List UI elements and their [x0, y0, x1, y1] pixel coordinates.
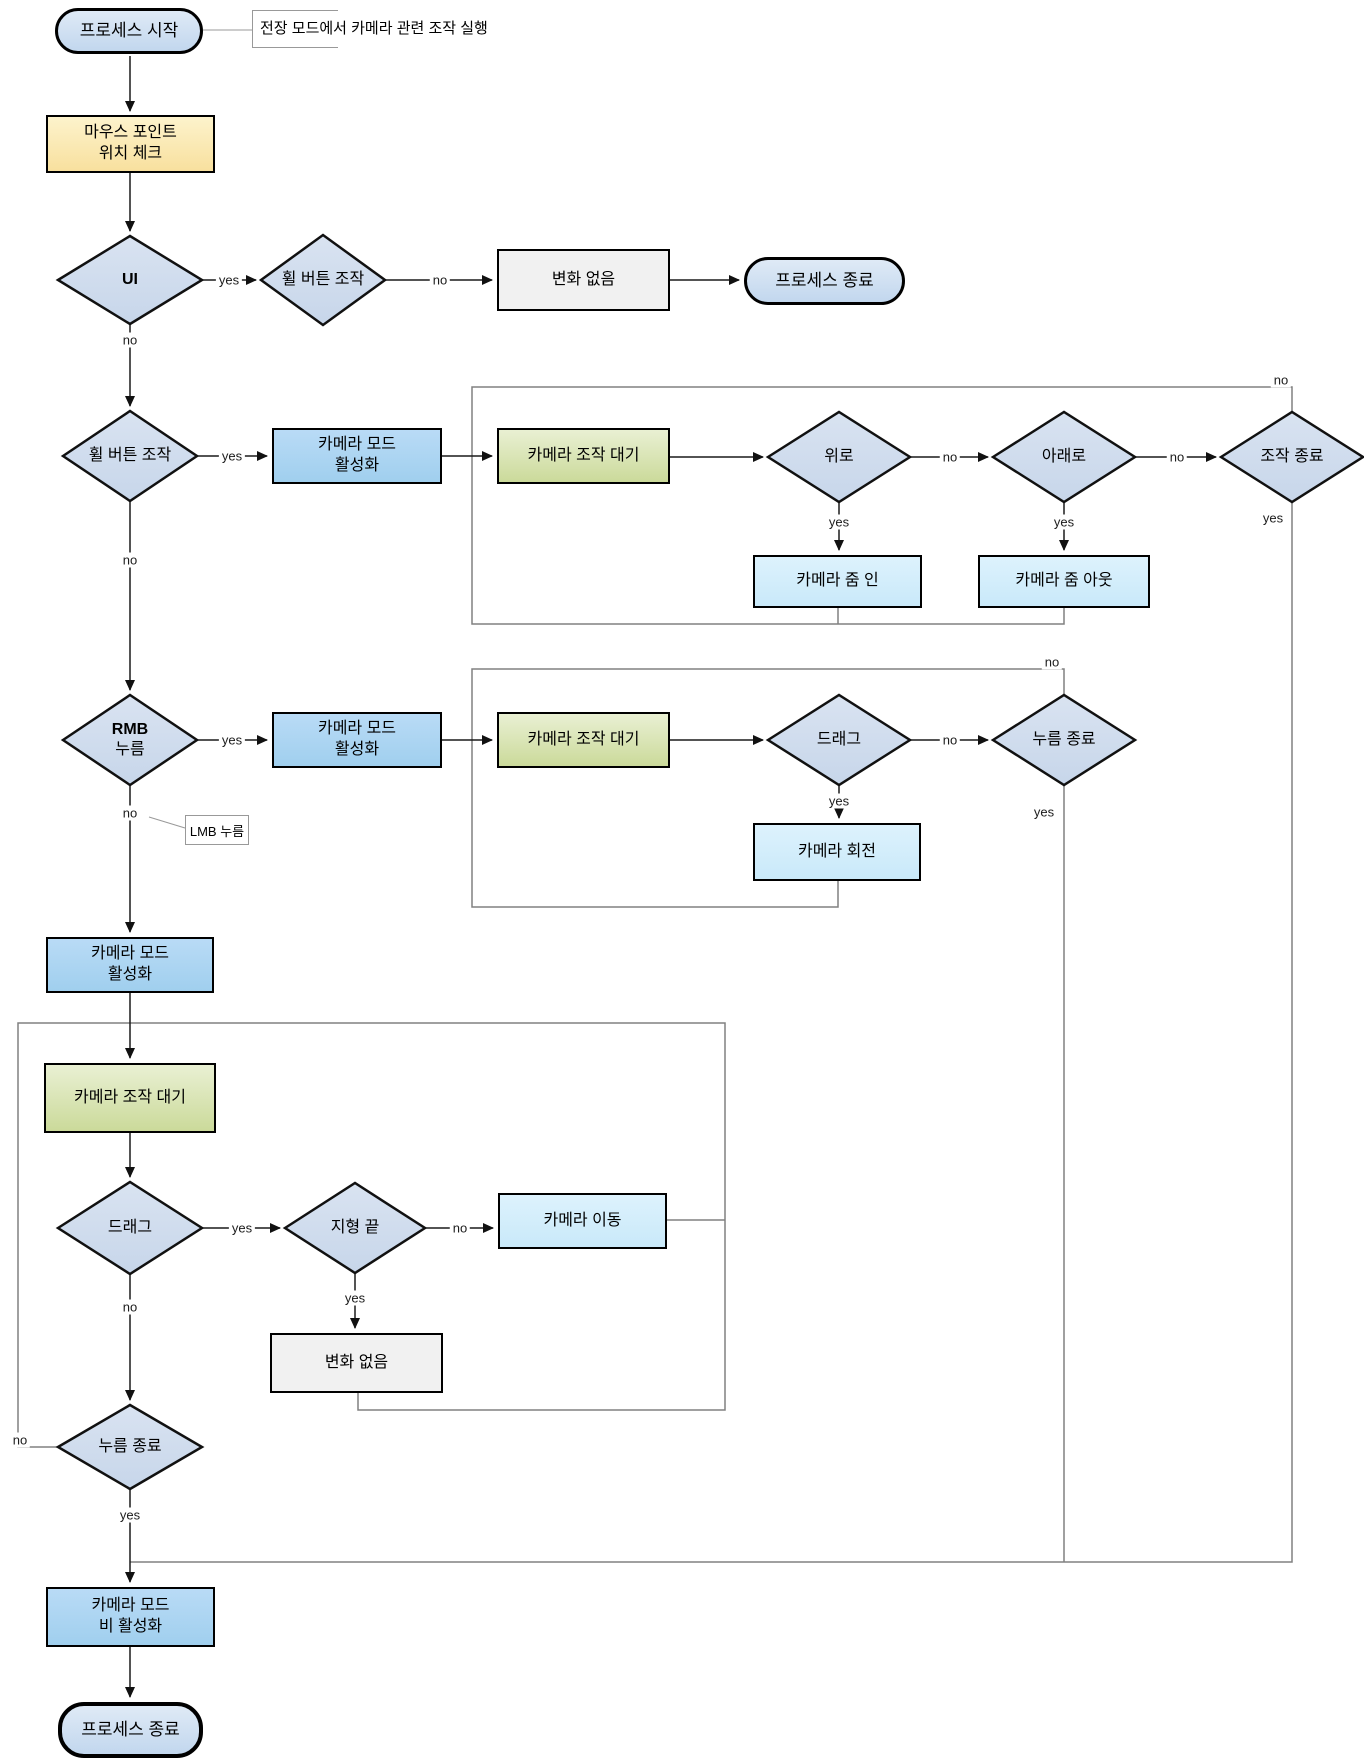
start-terminal: 프로세스 시작 — [55, 8, 203, 54]
edge-label-rmb-yes: yes — [218, 732, 246, 748]
ui-decision-diamond — [55, 234, 205, 326]
edge-label-ui-no: no — [119, 332, 141, 348]
edge-label-pressend-lmb-yes: yes — [116, 1507, 144, 1523]
edge-label-drag-lmb-yes: yes — [228, 1220, 256, 1236]
cam-mode-on-wheel-box: 카메라 모드 활성화 — [272, 428, 442, 484]
start-annotation: 전장 모드에서 카메라 관련 조작 실행 — [252, 10, 520, 48]
drag-rmb-diamond — [765, 693, 913, 787]
cam-mode-on-lmb-box: 카메라 모드 활성화 — [46, 937, 214, 993]
cam-wait-lmb-box: 카메라 조작 대기 — [44, 1063, 216, 1133]
edge-label-up-no: no — [939, 449, 961, 465]
lmb-annotation: LMB 누름 — [185, 815, 249, 845]
edge-label-wheel-yes: yes — [218, 448, 246, 464]
edge-label-down-yes: yes — [1050, 514, 1078, 530]
cam-wait-wheel-box: 카메라 조작 대기 — [497, 428, 670, 484]
edge-label-opend-yes: yes — [1259, 510, 1287, 526]
no-change-lmb-box: 변화 없음 — [270, 1333, 443, 1393]
zoom-out-box: 카메라 줌 아웃 — [978, 555, 1150, 608]
zoom-in-box: 카메라 줌 인 — [753, 555, 922, 608]
wheel-op-diamond — [60, 409, 200, 503]
edge-label-down-no: no — [1166, 449, 1188, 465]
cam-rotate-box: 카메라 회전 — [753, 823, 921, 881]
op-end-yes-path — [130, 502, 1293, 1563]
rmb-loop-path — [471, 668, 1065, 908]
edge-label-pressend-rmb-no: no — [1041, 654, 1063, 670]
edge-label-wheel-no: no — [119, 552, 141, 568]
edge-label-opend-no: no — [1270, 372, 1292, 388]
edge-label-drag-rmb-yes: yes — [825, 793, 853, 809]
press-end-rmb-diamond — [990, 693, 1138, 787]
edge-label-wheeltop-no: no — [429, 272, 451, 288]
op-end-diamond — [1218, 410, 1364, 504]
edge-label-up-yes: yes — [825, 514, 853, 530]
cam-move-box: 카메라 이동 — [498, 1193, 667, 1249]
mouse-check-box: 마우스 포인트 위치 체크 — [46, 115, 215, 173]
rmb-diamond — [60, 693, 200, 787]
no-change-top-box: 변화 없음 — [497, 249, 670, 311]
cam-wait-rmb-box: 카메라 조작 대기 — [497, 712, 670, 768]
cam-mode-on-rmb-box: 카메라 모드 활성화 — [272, 712, 442, 768]
process-end-bottom-terminal: 프로세스 종료 — [58, 1702, 203, 1758]
lmb-note-connector — [148, 816, 186, 829]
edge-label-drag-rmb-no: no — [939, 732, 961, 748]
press-end-lmb-diamond — [55, 1403, 205, 1491]
start-annotation-text: 전장 모드에서 카메라 관련 조작 실행 — [260, 20, 488, 37]
annotation-bracket — [252, 10, 338, 48]
edge-label-terrain-yes: yes — [341, 1290, 369, 1306]
edge-label-pressend-rmb-yes: yes — [1030, 804, 1058, 820]
down-diamond — [990, 410, 1138, 504]
terrain-end-diamond — [282, 1181, 428, 1275]
wheel-op-top-diamond — [258, 233, 388, 327]
edge-label-pressend-lmb-no: no — [9, 1432, 31, 1448]
cam-mode-off-box: 카메라 모드 비 활성화 — [46, 1587, 215, 1647]
edge-label-drag-lmb-no: no — [119, 1299, 141, 1315]
edge-label-rmb-no: no — [119, 805, 141, 821]
edge-label-ui-yes: yes — [215, 272, 243, 288]
up-diamond — [765, 410, 913, 504]
drag-lmb-diamond — [55, 1180, 205, 1276]
wheel-loop-path — [471, 386, 1293, 625]
edge-label-terrain-no: no — [449, 1220, 471, 1236]
process-end-top-terminal: 프로세스 종료 — [744, 257, 905, 305]
